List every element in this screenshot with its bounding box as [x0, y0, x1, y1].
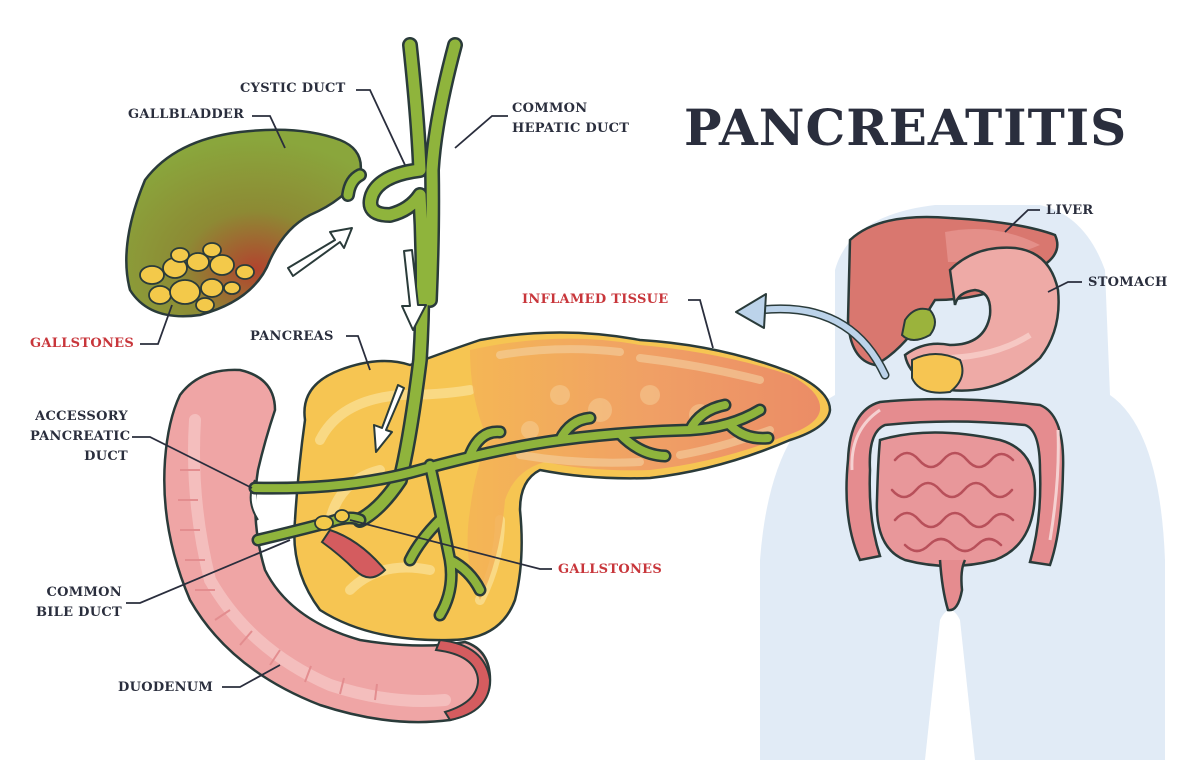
duct-gallstones — [314, 509, 350, 531]
mini-pancreas — [911, 353, 964, 394]
flow-arrows — [287, 227, 427, 453]
ampulla-swelling — [320, 528, 387, 579]
label-liver: LIVER — [1046, 203, 1094, 218]
label-common-hepatic-duct-line1: COMMON — [512, 101, 588, 116]
label-cystic-duct: CYSTIC DUCT — [240, 81, 346, 96]
label-inflamed-tissue: INFLAMED TISSUE — [522, 292, 669, 307]
label-gallstones-duct: GALLSTONES — [558, 562, 663, 577]
large-intestine — [845, 397, 1065, 567]
label-accessory-pancreatic-duct-line1: ACCESSORY — [35, 409, 128, 424]
label-common-bile-duct-line1: COMMON — [46, 585, 122, 600]
duodenum-shape — [163, 368, 492, 724]
label-accessory-pancreatic-duct-line3: DUCT — [84, 449, 128, 464]
label-accessory-pancreatic-duct-line2: PANCREATIC — [30, 429, 131, 444]
label-gallstones-gallbladder: GALLSTONES — [30, 336, 135, 351]
label-common-bile-duct-line2: BILE DUCT — [36, 605, 122, 620]
pointer-arrow — [735, 293, 890, 380]
label-stomach: STOMACH — [1088, 275, 1168, 290]
mini-gallbladder — [900, 307, 936, 341]
label-gallbladder: GALLBLADDER — [128, 107, 245, 122]
leader-lines — [126, 89, 1082, 688]
page-title: PANCREATITIS — [684, 98, 1128, 157]
label-common-hepatic-duct-line2: HEPATIC DUCT — [512, 121, 630, 136]
bile-duct-system — [248, 37, 775, 622]
label-pancreas: PANCREAS — [250, 329, 334, 344]
small-intestine — [875, 431, 1037, 612]
gallstones-cluster — [139, 242, 255, 313]
label-duodenum: DUODENUM — [118, 680, 214, 695]
